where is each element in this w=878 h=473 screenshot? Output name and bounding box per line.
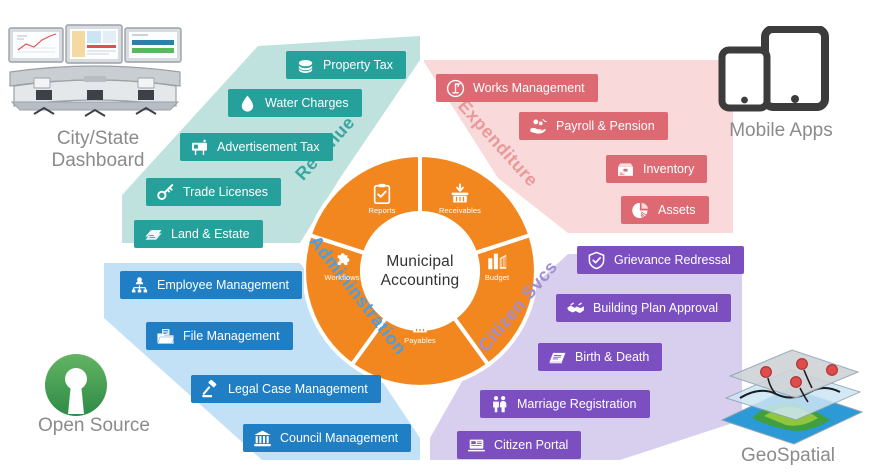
pill-council-management[interactable]: Council Management — [243, 424, 412, 452]
crane-circle-icon — [446, 79, 465, 97]
pill-label: Council Management — [280, 431, 399, 445]
quadrant-expenditure — [424, 60, 733, 233]
pill-file-management[interactable]: File Management — [146, 322, 293, 350]
control-room-icon — [8, 24, 182, 117]
pill-label: Marriage Registration — [517, 397, 637, 411]
key-icon — [157, 183, 174, 200]
pill-payroll-pension[interactable]: Payroll & Pension — [519, 112, 668, 140]
pill-advertisement-tax[interactable]: Advertisement Tax — [180, 133, 333, 161]
handshake-icon — [567, 302, 584, 313]
pie-slice-icon — [632, 202, 649, 219]
org-chart-icon — [131, 276, 148, 292]
folder-files-icon — [157, 328, 175, 344]
pill-land-estate[interactable]: Land & Estate — [134, 220, 263, 248]
bank-building-icon — [254, 430, 271, 446]
pill-grievance-redressal[interactable]: Grievance Redressal — [577, 246, 744, 274]
pill-label: File Management — [183, 329, 280, 343]
land-plot-icon — [145, 229, 162, 240]
pill-label: Land & Estate — [171, 227, 250, 241]
caption-open-source: Open Source — [38, 415, 150, 436]
phone-tablet-icon — [718, 26, 829, 112]
laptop-icon — [468, 439, 485, 451]
pill-employee-management[interactable]: Employee Management — [120, 271, 303, 299]
billboard-icon — [191, 139, 208, 155]
pill-label: Assets — [658, 203, 696, 217]
pill-label: Inventory — [643, 162, 695, 176]
hub-title-line2: Accounting — [380, 272, 460, 289]
money-stack-icon — [298, 59, 313, 73]
pill-legal-case-management[interactable]: Legal Case Management — [191, 375, 381, 403]
caption-mobile-apps: Mobile Apps — [729, 120, 833, 141]
pill-assets[interactable]: Assets — [621, 196, 709, 224]
pill-water-charges[interactable]: Water Charges — [228, 89, 362, 117]
pill-marriage-registration[interactable]: Marriage Registration — [480, 390, 650, 418]
caption-geospatial: GeoSpatial — [740, 445, 835, 466]
gavel-icon — [202, 379, 217, 397]
pill-label: Legal Case Management — [228, 382, 368, 396]
hub-title: Municipal Accounting — [381, 252, 460, 291]
pill-works-management[interactable]: Works Management — [436, 74, 598, 102]
caption-city-state-dashboard: City/State Dashboard — [51, 128, 145, 172]
quadrant-administration — [104, 263, 420, 460]
open-source-logo-icon — [45, 354, 107, 416]
shield-check-icon — [588, 251, 605, 269]
pill-label: Building Plan Approval — [593, 301, 719, 315]
wheel-hub: Municipal Accounting — [362, 213, 478, 329]
certificate-icon — [549, 352, 566, 363]
pill-birth-death[interactable]: Birth & Death — [538, 343, 663, 371]
pill-property-tax[interactable]: Property Tax — [286, 51, 406, 79]
pill-label: Grievance Redressal — [614, 253, 731, 267]
pill-inventory[interactable]: Inventory — [606, 155, 708, 183]
pill-label: Employee Management — [157, 278, 290, 292]
pill-building-plan-approval[interactable]: Building Plan Approval — [556, 294, 732, 322]
pill-label: Water Charges — [265, 96, 349, 110]
hand-coins-icon — [530, 118, 547, 134]
map-layers-icon — [720, 349, 864, 445]
pill-label: Payroll & Pension — [556, 119, 655, 133]
pill-label: Trade Licenses — [183, 185, 268, 199]
pill-label: Citizen Portal — [494, 438, 569, 452]
pill-label: Birth & Death — [575, 350, 650, 364]
couple-icon — [493, 395, 507, 412]
pill-label: Advertisement Tax — [217, 140, 320, 154]
open-box-icon — [618, 162, 633, 176]
pill-trade-licenses[interactable]: Trade Licenses — [146, 178, 281, 206]
hub-title-line1: Municipal — [386, 252, 454, 270]
pill-citizen-portal[interactable]: Citizen Portal — [457, 431, 582, 459]
pill-label: Works Management — [473, 81, 585, 95]
pill-label: Property Tax — [323, 58, 393, 72]
water-drop-icon — [241, 95, 254, 112]
